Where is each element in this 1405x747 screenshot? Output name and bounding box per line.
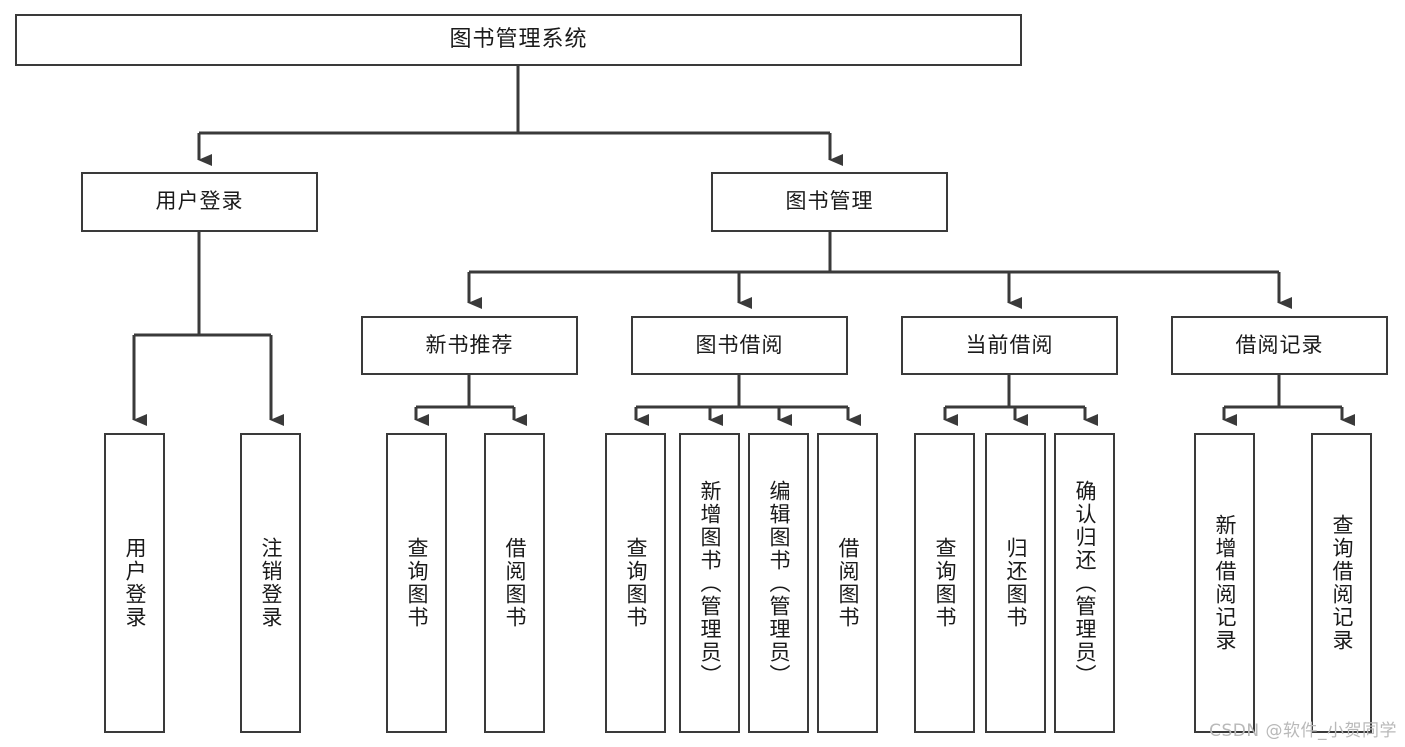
node-leaf-user-logout[interactable]: 注销登录 [240, 433, 301, 733]
node-leaf-return-book-label: 归还图书 [1004, 537, 1028, 629]
node-leaf-borrow-book-2[interactable]: 借阅图书 [817, 433, 878, 733]
node-leaf-add-book[interactable]: 新增图书（管理员） [679, 433, 740, 733]
node-book-manage[interactable]: 图书管理 [711, 172, 948, 232]
node-leaf-query-book-2-label: 查询图书 [624, 537, 648, 629]
node-user-login-label: 用户登录 [155, 189, 244, 214]
node-leaf-return-book[interactable]: 归还图书 [985, 433, 1046, 733]
node-leaf-confirm-return-label: 确认归还（管理员） [1073, 479, 1097, 687]
node-book-manage-label: 图书管理 [785, 189, 874, 214]
node-root[interactable]: 图书管理系统 [15, 14, 1022, 66]
node-leaf-query-record-label: 查询借阅记录 [1330, 514, 1354, 652]
node-current-borrow-label: 当前借阅 [965, 332, 1054, 357]
node-book-borrow[interactable]: 图书借阅 [631, 316, 848, 375]
node-leaf-query-book-2[interactable]: 查询图书 [605, 433, 666, 733]
node-leaf-borrow-book-1-label: 借阅图书 [503, 537, 527, 629]
node-new-book-rec-label: 新书推荐 [425, 332, 514, 357]
node-leaf-query-book-3-label: 查询图书 [933, 537, 957, 629]
node-borrow-record[interactable]: 借阅记录 [1171, 316, 1388, 375]
node-leaf-edit-book-label: 编辑图书（管理员） [767, 479, 791, 687]
node-leaf-confirm-return[interactable]: 确认归还（管理员） [1054, 433, 1115, 733]
node-leaf-add-record[interactable]: 新增借阅记录 [1194, 433, 1255, 733]
node-leaf-query-record[interactable]: 查询借阅记录 [1311, 433, 1372, 733]
node-current-borrow[interactable]: 当前借阅 [901, 316, 1118, 375]
node-leaf-add-record-label: 新增借阅记录 [1213, 514, 1237, 652]
node-root-label: 图书管理系统 [449, 26, 588, 52]
node-leaf-edit-book[interactable]: 编辑图书（管理员） [748, 433, 809, 733]
node-leaf-add-book-label: 新增图书（管理员） [698, 479, 722, 687]
node-leaf-query-book-1[interactable]: 查询图书 [386, 433, 447, 733]
node-leaf-borrow-book-1[interactable]: 借阅图书 [484, 433, 545, 733]
node-user-login[interactable]: 用户登录 [81, 172, 318, 232]
node-leaf-borrow-book-2-label: 借阅图书 [836, 537, 860, 629]
node-leaf-user-logout-label: 注销登录 [259, 537, 283, 629]
node-borrow-record-label: 借阅记录 [1235, 332, 1324, 357]
node-leaf-query-book-3[interactable]: 查询图书 [914, 433, 975, 733]
node-new-book-rec[interactable]: 新书推荐 [361, 316, 578, 375]
node-leaf-user-login-label: 用户登录 [123, 537, 147, 629]
node-book-borrow-label: 图书借阅 [695, 332, 784, 357]
node-leaf-query-book-1-label: 查询图书 [405, 537, 429, 629]
csdn-watermark: CSDN @软件_小贺同学 [1209, 721, 1397, 741]
node-leaf-user-login[interactable]: 用户登录 [104, 433, 165, 733]
